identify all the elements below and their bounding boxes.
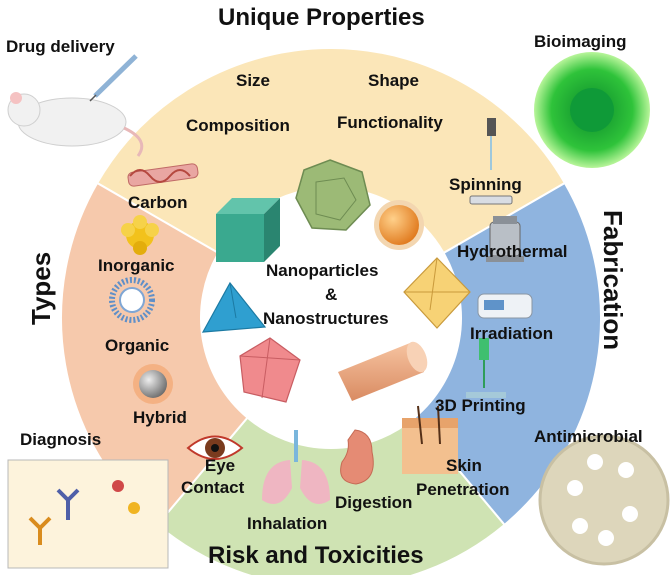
liposome-icon: [109, 277, 155, 323]
application-diagnosis: Diagnosis: [20, 430, 102, 449]
type-carbon: Carbon: [128, 193, 188, 212]
center-label-ampersand: &: [325, 285, 338, 304]
octahedron-icon: [403, 257, 471, 329]
dodecahedron-icon: [295, 159, 371, 231]
fabrication-spinning: Spinning: [449, 175, 522, 194]
3d-printer-icon: [466, 338, 506, 398]
property-shape: Shape: [368, 71, 420, 90]
fabrication-title: Fabrication: [598, 210, 628, 351]
risk-and-toxicities-title: Risk and Toxicities: [208, 542, 424, 569]
electrospinning-icon: [469, 118, 513, 205]
types-title: Types: [26, 251, 56, 325]
risk-digestion: Digestion: [335, 493, 413, 512]
risk-skin-line2: Penetration: [416, 480, 510, 499]
bioimaging-cell-icon: [534, 52, 650, 168]
inorganic-particle-icon: [121, 215, 159, 255]
risk-eye-line2: Contact: [181, 478, 245, 497]
application-antimicrobial: Antimicrobial: [534, 427, 643, 446]
tetrahedron-icon: [201, 281, 267, 333]
nanotube-cylinder-icon: [338, 341, 428, 401]
red-eye-icon: [186, 435, 244, 460]
cube-icon: [216, 198, 280, 262]
property-size: Size: [236, 71, 271, 90]
application-bioimaging: Bioimaging: [534, 32, 627, 51]
risk-inhalation: Inhalation: [247, 514, 328, 533]
type-organic: Organic: [105, 336, 170, 355]
stomach-icon: [340, 429, 374, 485]
unique-properties-title: Unique Properties: [218, 4, 425, 31]
fabrication-irradiation: Irradiation: [470, 324, 554, 343]
fabrication-3d-printing: 3D Printing: [435, 396, 526, 415]
fabrication-hydrothermal: Hydrothermal: [457, 242, 568, 261]
type-inorganic: Inorganic: [98, 256, 175, 275]
sphere-icon: [374, 200, 424, 250]
property-composition: Composition: [186, 116, 290, 135]
pink-octahedron-icon: [239, 337, 301, 403]
mouse-syringe-icon: [7, 54, 144, 157]
lungs-icon: [262, 430, 330, 504]
risk-eye-line1: Eye: [204, 456, 236, 475]
skin-layers-icon: [402, 405, 458, 474]
center-label-nanostructures: Nanostructures: [263, 309, 389, 328]
hydrothermal-autoclave-icon: [486, 216, 524, 262]
application-drug-delivery: Drug delivery: [6, 37, 115, 56]
fabrication-ring-segment: [413, 181, 602, 527]
risk-skin-line1: Skin: [446, 456, 482, 475]
carbon-nanotube-icon: [127, 163, 199, 187]
type-hybrid: Hybrid: [133, 408, 187, 427]
property-functionality: Functionality: [337, 113, 443, 132]
center-label-nanoparticles: Nanoparticles: [266, 261, 379, 280]
antimicrobial-petri-dish-icon: [538, 434, 670, 566]
diagnosis-assay-icon: [7, 459, 169, 569]
hybrid-particle-icon: [133, 364, 173, 404]
irradiation-device-icon: [477, 293, 533, 319]
